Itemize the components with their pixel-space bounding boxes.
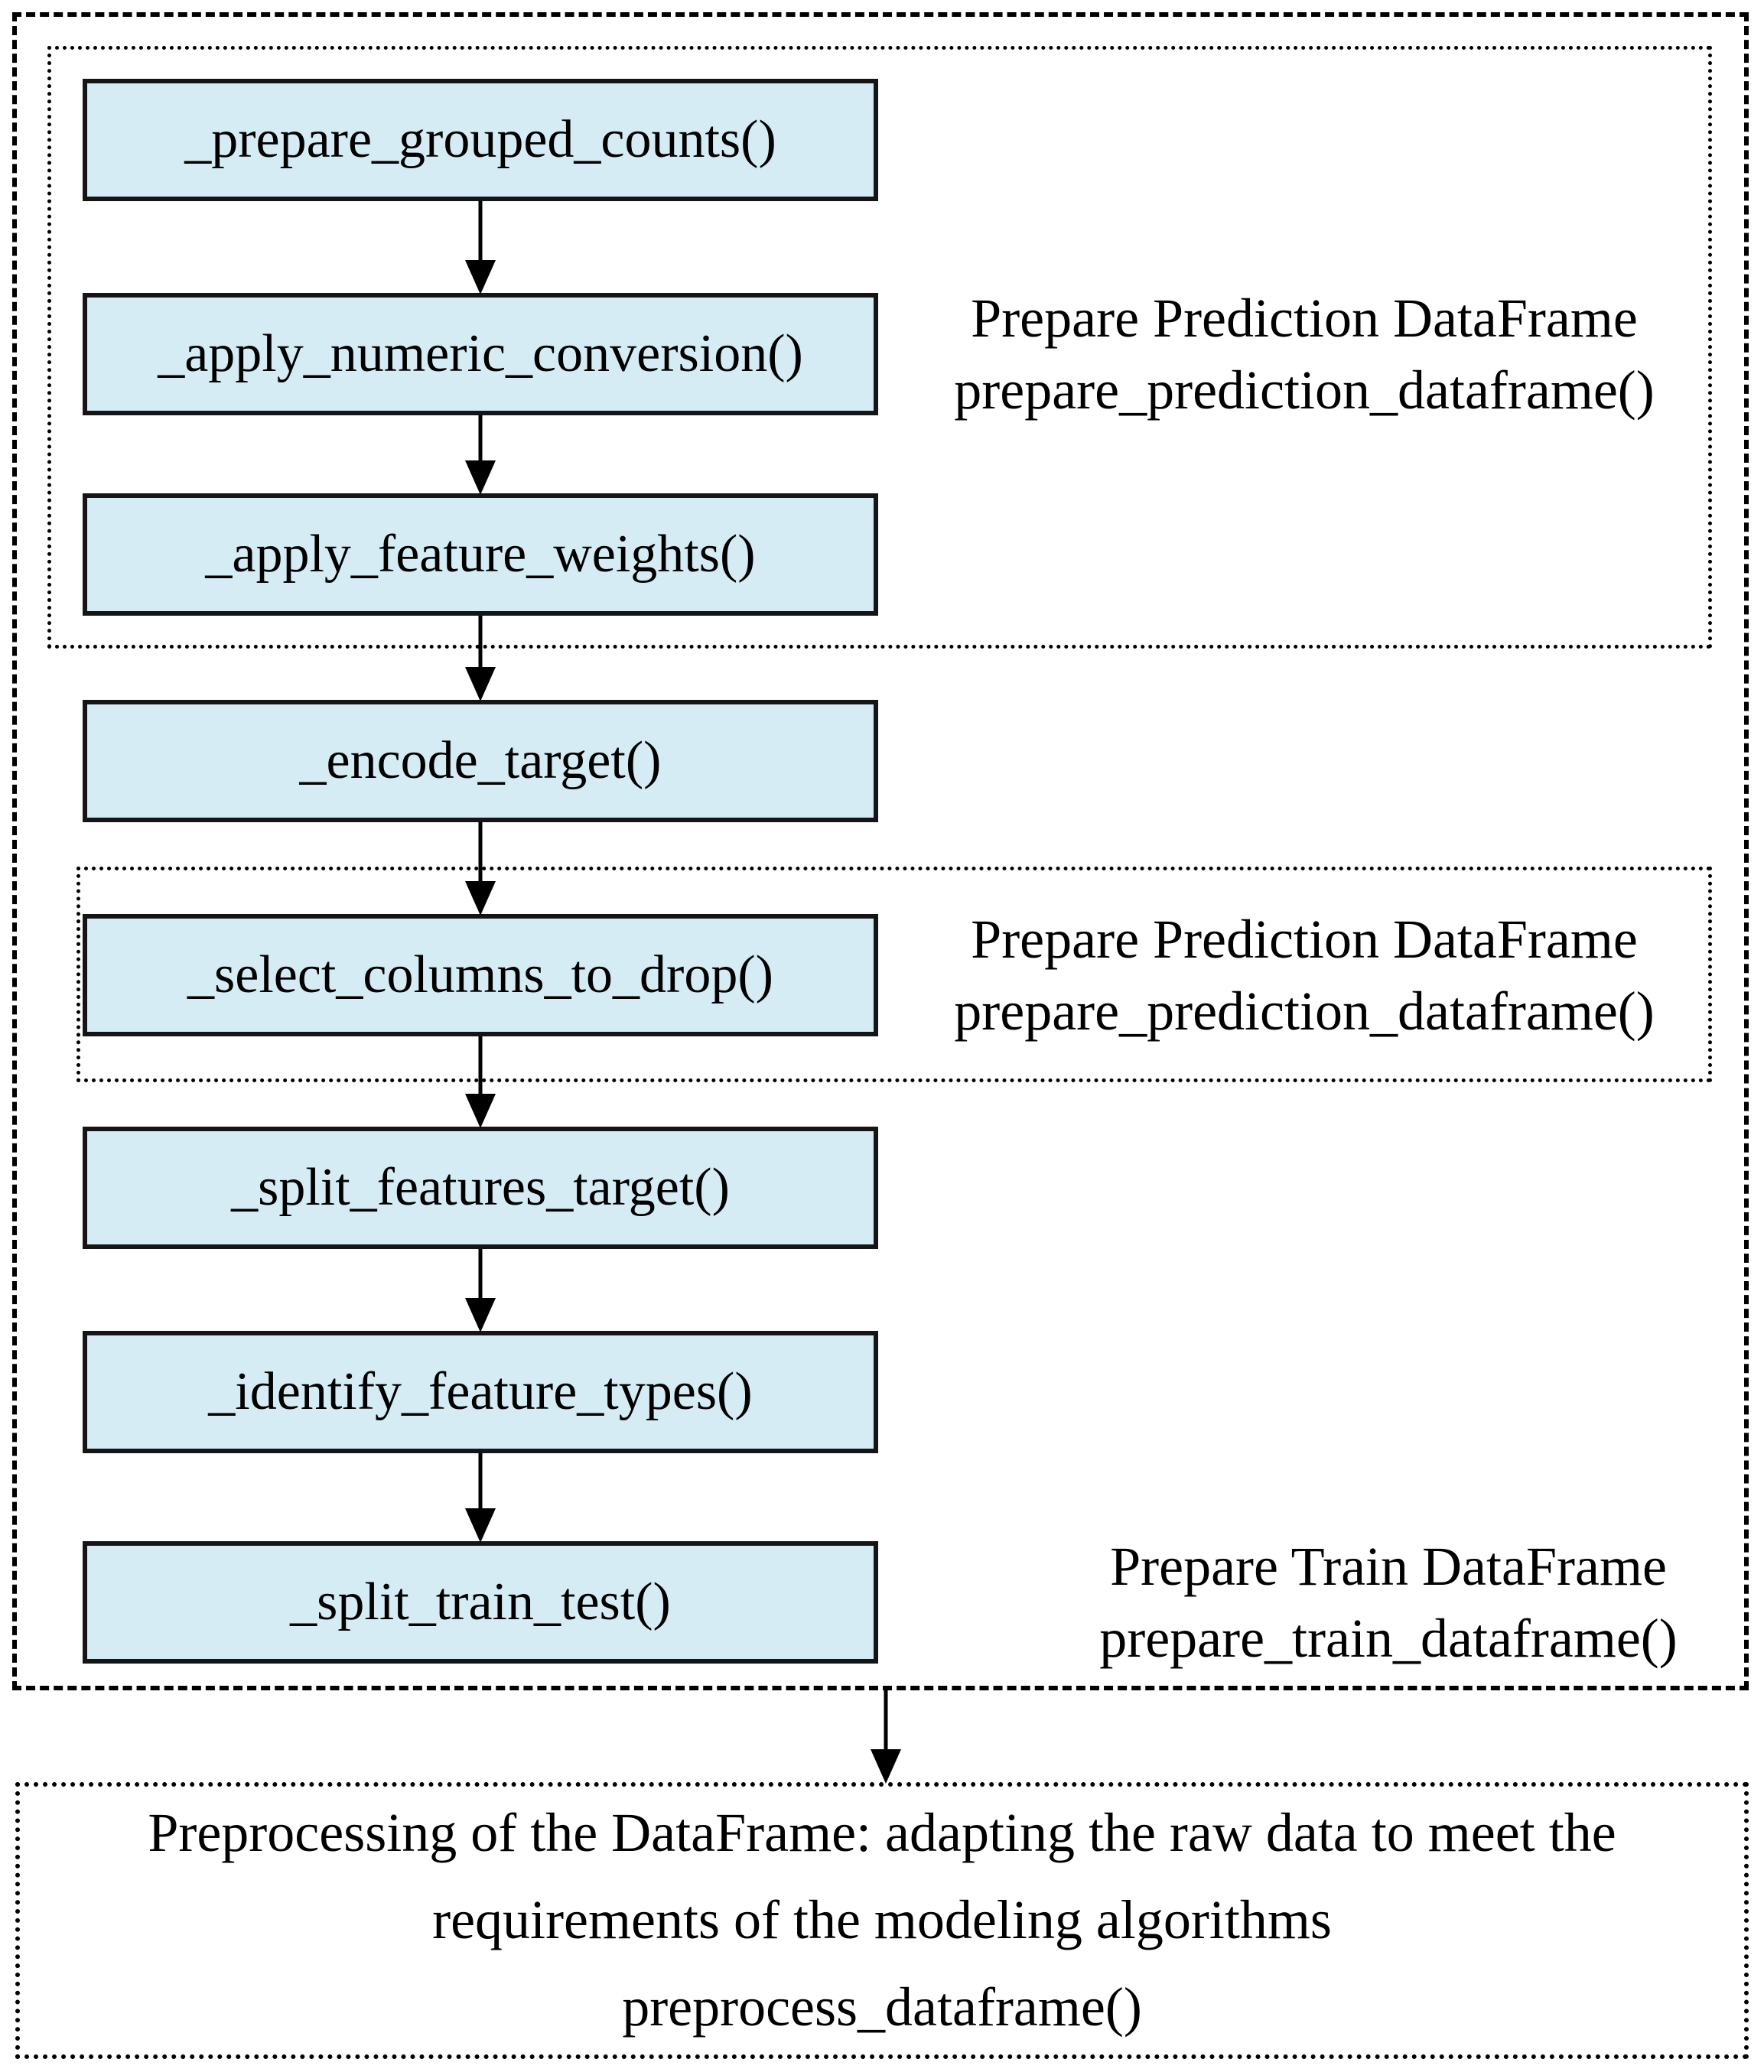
step-label: _identify_feature_types(): [208, 1362, 753, 1421]
arrow-head: [465, 1508, 496, 1543]
step-label: _encode_target(): [299, 731, 662, 790]
arrow-down-icon: [465, 1249, 496, 1332]
step-label: _select_columns_to_drop(): [187, 945, 773, 1004]
arrow-down-icon: [465, 1453, 496, 1543]
group-function: prepare_prediction_dataframe(): [954, 980, 1655, 1042]
step-label: _split_train_test(): [290, 1573, 671, 1631]
arrow-head: [465, 460, 496, 495]
arrow-shaft: [478, 822, 483, 883]
step-box-split-train-test: _split_train_test(): [83, 1541, 878, 1664]
arrow-shaft: [478, 616, 483, 669]
group-title: Prepare Train DataFrame: [1110, 1536, 1667, 1597]
step-box-split-features-target: _split_features_target(): [83, 1127, 878, 1249]
footer-line-2: requirements of the modeling algorithms: [432, 1889, 1332, 1951]
step-box-apply-feature-weights: _apply_feature_weights(): [83, 493, 878, 616]
footer-line-1: Preprocessing of the DataFrame: adapting…: [148, 1802, 1616, 1864]
group-label-prepare-prediction-2: Prepare Prediction DataFrame prepare_pre…: [887, 904, 1721, 1047]
group-function: prepare_prediction_dataframe(): [954, 359, 1655, 421]
arrow-head: [465, 260, 496, 294]
group-label-prepare-train: Prepare Train DataFrame prepare_train_da…: [1048, 1531, 1729, 1674]
step-box-encode-target: _encode_target(): [83, 700, 878, 822]
outer-dashed-frame: [12, 12, 1749, 1690]
step-label: _apply_numeric_conversion(): [158, 324, 803, 383]
step-box-prepare-grouped-counts: _prepare_grouped_counts(): [83, 79, 878, 201]
group-frame-prepare-prediction-2: [76, 867, 1712, 1082]
arrow-head: [465, 667, 496, 701]
step-label: _split_features_target(): [231, 1158, 730, 1217]
arrow-down-icon: [465, 822, 496, 916]
arrow-shaft: [884, 1690, 888, 1752]
arrow-down-icon: [465, 616, 496, 701]
group-function: prepare_train_dataframe(): [1099, 1607, 1678, 1669]
arrow-head: [871, 1749, 901, 1784]
arrow-shaft: [478, 415, 483, 463]
group-label-prepare-prediction-1: Prepare Prediction DataFrame prepare_pre…: [887, 283, 1721, 426]
step-label: _prepare_grouped_counts(): [184, 110, 776, 169]
step-label: _apply_feature_weights(): [205, 525, 756, 584]
group-title: Prepare Prediction DataFrame: [971, 909, 1638, 970]
step-box-identify-feature-types: _identify_feature_types(): [83, 1331, 878, 1453]
group-frame-prepare-prediction-1: [47, 46, 1712, 649]
arrow-down-icon: [465, 201, 496, 294]
step-box-apply-numeric-conversion: _apply_numeric_conversion(): [83, 293, 878, 415]
arrow-shaft: [478, 1453, 483, 1511]
step-box-select-columns-to-drop: _select_columns_to_drop(): [83, 914, 878, 1036]
arrow-shaft: [478, 201, 483, 262]
footer-line-3: preprocess_dataframe(): [622, 1976, 1142, 2038]
arrow-shaft: [478, 1036, 483, 1096]
arrow-head: [465, 881, 496, 916]
arrow-head: [465, 1298, 496, 1332]
arrow-shaft: [478, 1249, 483, 1300]
group-title: Prepare Prediction DataFrame: [971, 288, 1638, 349]
arrow-head: [465, 1094, 496, 1128]
arrow-down-icon: [465, 415, 496, 495]
footer-summary-box: Preprocessing of the DataFrame: adapting…: [15, 1782, 1749, 2059]
arrow-down-icon: [465, 1036, 496, 1128]
arrow-down-icon: [871, 1690, 901, 1784]
